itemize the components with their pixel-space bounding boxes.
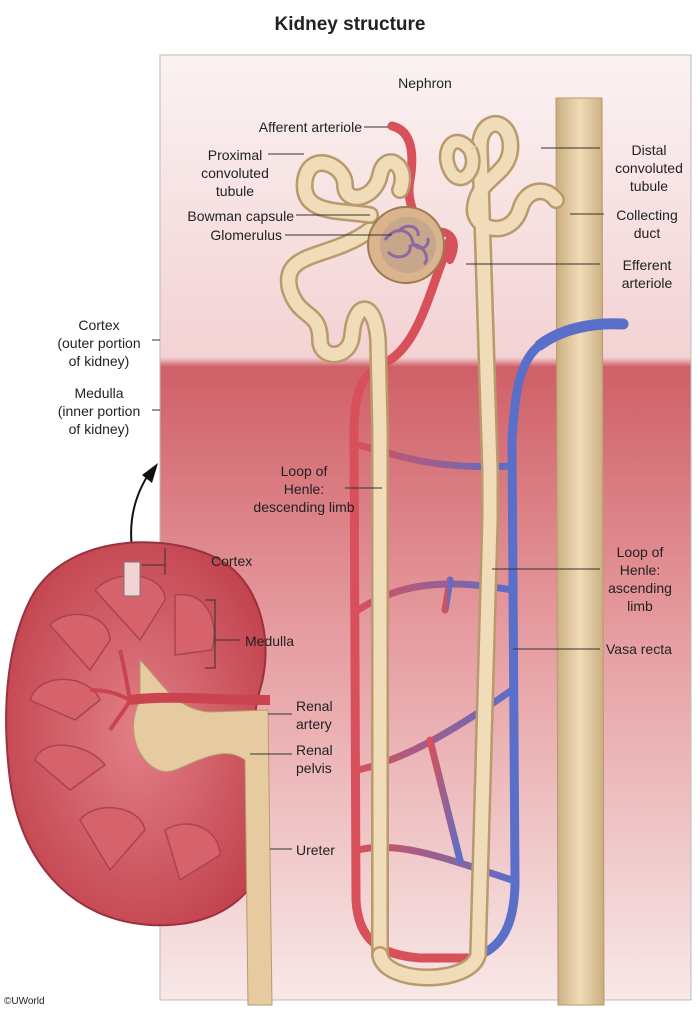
label-efferent-arteriole: Efferent arteriole	[621, 257, 673, 291]
kidney-illustration	[5, 541, 273, 1006]
label-renal-artery: Renal artery	[296, 698, 333, 732]
label-cortex-region: Cortex (outer portion of kidney)	[57, 317, 141, 369]
figure-title: Kidney structure	[274, 14, 426, 35]
label-collecting-duct: Collecting duct	[616, 207, 678, 241]
label-loop-ascending: Loop of Henle: ascending limb	[608, 544, 672, 614]
glomerulus-shape	[383, 224, 430, 266]
label-ureter: Ureter	[296, 842, 335, 858]
label-vasa-recta: Vasa recta	[606, 641, 672, 657]
nephron-heading: Nephron	[398, 75, 452, 91]
label-distal-convoluted-tubule: Distal convoluted tubule	[615, 142, 683, 194]
label-proximal-convoluted-tubule: Proximal convoluted tubule	[201, 147, 269, 199]
collecting-duct	[555, 97, 605, 1006]
label-medulla-region: Medulla (inner portion of kidney)	[57, 385, 141, 437]
label-bowman-capsule: Bowman capsule	[187, 208, 294, 224]
label-cortex: Cortex	[211, 553, 253, 569]
leader-lines	[142, 126, 604, 850]
label-glomerulus: Glomerulus	[210, 227, 282, 243]
zoom-arrow	[130, 471, 151, 549]
copyright: ©UWorld	[4, 996, 45, 1007]
label-loop-descending: Loop of Henle: descending limb	[253, 463, 355, 515]
renal-artery-shape	[129, 692, 271, 705]
label-medulla: Medulla	[245, 633, 295, 649]
label-renal-pelvis: Renal pelvis	[296, 742, 333, 776]
vasa-recta-vein	[465, 340, 545, 963]
label-afferent-arteriole: Afferent arteriole	[258, 119, 362, 135]
vein-top	[534, 318, 629, 351]
sample-box	[123, 561, 141, 597]
